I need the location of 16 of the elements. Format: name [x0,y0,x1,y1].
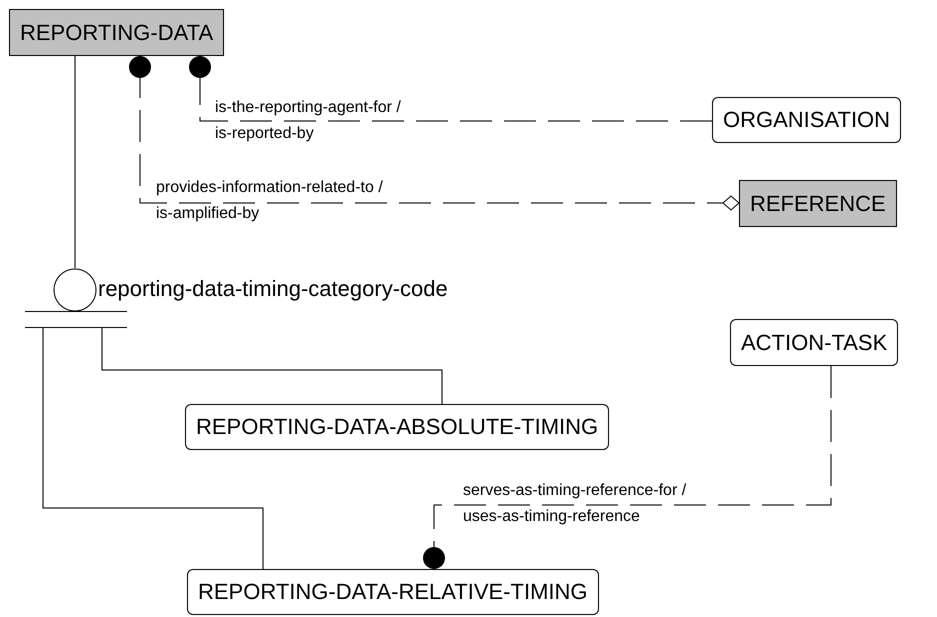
discriminator-label: reporting-data-timing-category-code [98,276,448,302]
entity-box: REFERENCE [739,180,897,227]
edge-label: provides-information-related-to / is-amplified-by [156,178,384,224]
connector-line [74,56,76,268]
connector-line [42,328,264,570]
entity-box: ORGANISATION [712,97,902,143]
connector-line [102,328,442,404]
edge-label: is-the-reporting-agent-for / is-reported-by [215,98,402,144]
entity-box: ACTION-TASK [730,319,898,366]
entity-box: REPORTING-DATA [9,9,224,56]
relationship-line [423,366,832,570]
relationship-line [189,56,712,122]
edge-label: serves-as-timing-reference-for / uses-as-timing-reference [463,481,688,527]
entity-box: REPORTING-DATA-RELATIVE-TIMING [187,569,599,615]
entity-box: REPORTING-DATA-ABSOLUTE-TIMING [185,404,610,450]
relationship-line [129,56,740,210]
